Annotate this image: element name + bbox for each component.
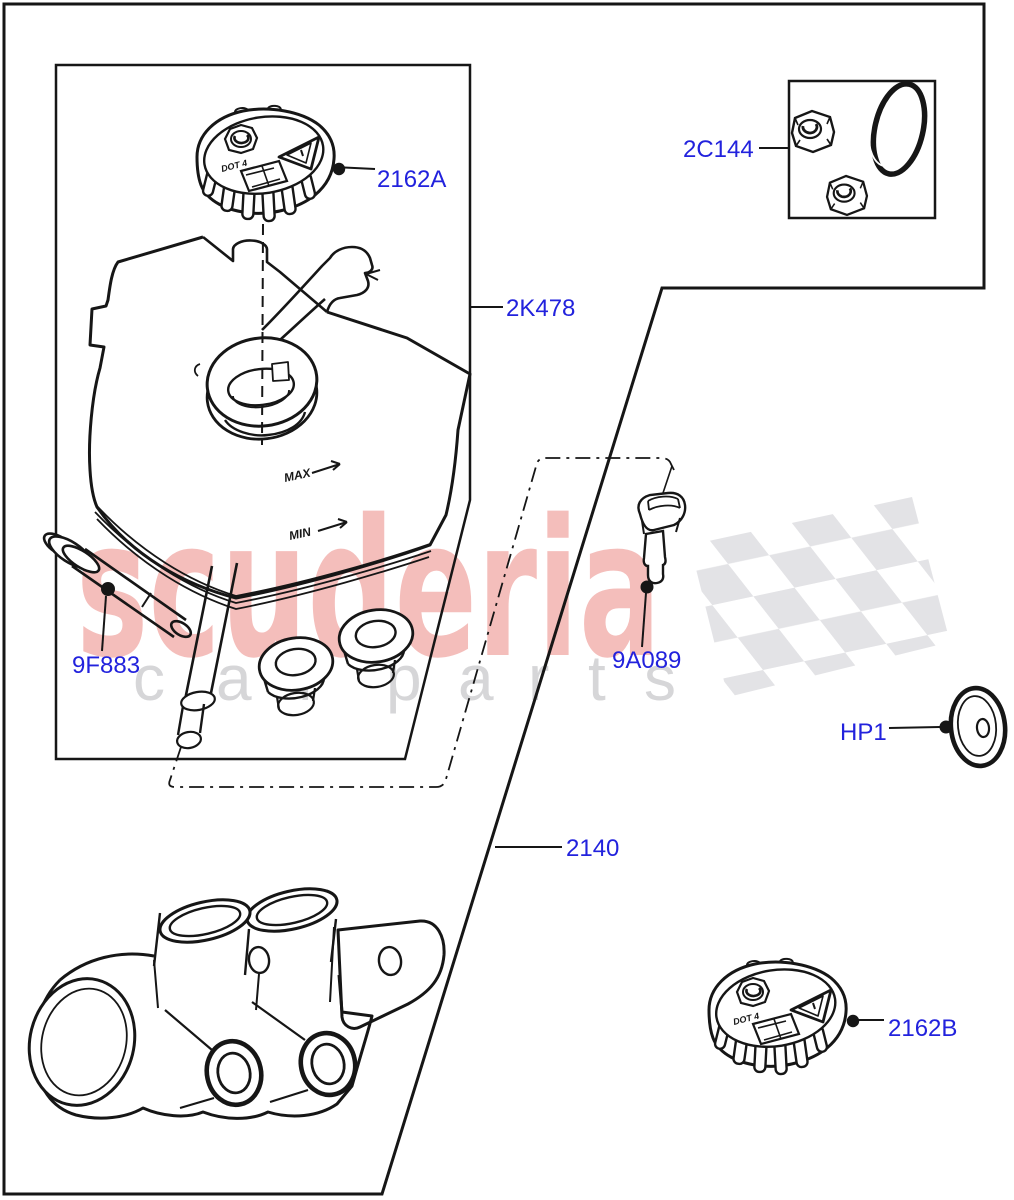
- sensor-drawing: [637, 491, 687, 585]
- min-marking: MIN: [288, 525, 313, 543]
- part-label-hp1[interactable]: HP1: [840, 719, 887, 746]
- nut-upper: [790, 109, 836, 154]
- max-marking: MAX: [283, 465, 313, 484]
- part-label-2162b[interactable]: 2162B: [888, 1015, 957, 1042]
- leader-lines: [101, 147, 953, 1028]
- part-label-9a089[interactable]: 9A089: [612, 647, 681, 674]
- tagline-letter: r: [528, 642, 549, 714]
- part-label-2c144[interactable]: 2C144: [683, 136, 754, 163]
- checkered-flag-watermark: [690, 497, 950, 697]
- tagline-letter: c: [133, 642, 165, 714]
- cap-centerline: [261, 223, 264, 446]
- reservoir-parts-box: [54, 63, 472, 761]
- tagline-letter: a: [216, 642, 252, 714]
- nut-lower: [825, 174, 869, 217]
- reservoir-drawing: [87, 235, 472, 750]
- pin-drawing: [42, 532, 193, 639]
- tagline-letter: s: [644, 642, 676, 714]
- mounting-kit-drawing: [790, 81, 928, 217]
- mounting-kit-box: [787, 79, 937, 220]
- o-ring: [870, 81, 928, 177]
- part-label-2162a[interactable]: 2162A: [377, 166, 446, 193]
- master-cylinder-drawing: [27, 887, 446, 1120]
- tagline-letter: t: [588, 642, 606, 714]
- plug-drawing: [948, 685, 1008, 769]
- part-label-9f883[interactable]: 9F883: [72, 652, 140, 679]
- assembly-reference-outline: [168, 457, 675, 788]
- part-label-2k478[interactable]: 2K478: [506, 295, 575, 322]
- part-label-2140[interactable]: 2140: [566, 835, 619, 862]
- diagram-frame: [2, 2, 986, 1196]
